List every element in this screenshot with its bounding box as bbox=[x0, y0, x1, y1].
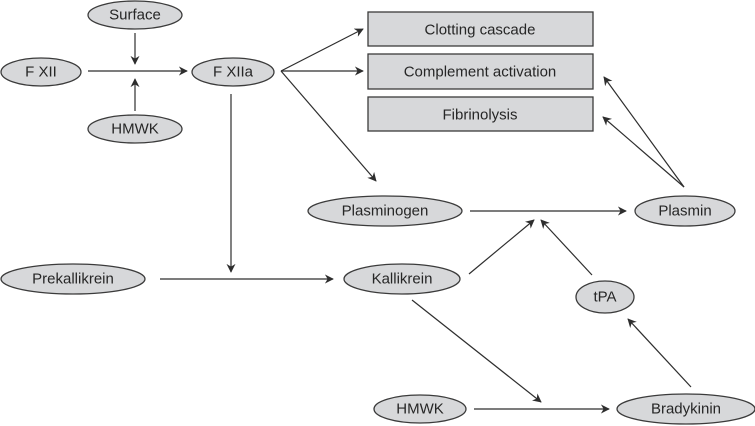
node-label: Prekallikrein bbox=[32, 271, 114, 288]
node-bradykinin: Bradykinin bbox=[616, 393, 755, 425]
node-label: tPA bbox=[593, 289, 616, 306]
node-hmwk-top: HMWK bbox=[87, 114, 183, 144]
edge-fxiia-to-clotting bbox=[280, 28, 364, 72]
node-label: Complement activation bbox=[404, 64, 557, 81]
node-hmwk-bottom: HMWK bbox=[373, 394, 467, 424]
node-clotting-cascade: Clotting cascade bbox=[367, 11, 594, 47]
edge-fxiia-to-plasminogen bbox=[280, 70, 377, 182]
node-label: Plasmin bbox=[658, 203, 711, 220]
node-plasminogen: Plasminogen bbox=[307, 195, 463, 227]
node-label: F XIIa bbox=[213, 64, 254, 81]
node-label: HMWK bbox=[396, 401, 444, 418]
node-label: Surface bbox=[109, 7, 161, 24]
node-label: Bradykinin bbox=[651, 401, 721, 418]
edge-bradykinin-to-tpa bbox=[627, 318, 692, 388]
node-label: F XII bbox=[25, 64, 57, 81]
node-surface: Surface bbox=[87, 0, 183, 30]
edge-plasmin-to-fibrinolysis bbox=[602, 116, 685, 188]
node-label: Clotting cascade bbox=[425, 22, 536, 39]
node-label: Plasminogen bbox=[342, 203, 429, 220]
edge-tpa-catalyzes-plasmin bbox=[540, 219, 593, 276]
node-complement-activation: Complement activation bbox=[367, 53, 594, 90]
node-tpa: tPA bbox=[575, 280, 635, 314]
edges bbox=[88, 28, 692, 414]
node-plasmin: Plasmin bbox=[634, 195, 736, 227]
node-fxii: F XII bbox=[0, 57, 82, 87]
edge-kallikrein-catalyzes-bradykinin bbox=[411, 299, 542, 403]
edge-kallikrein-catalyzes-plasmin bbox=[468, 219, 535, 275]
node-fxiia: F XIIa bbox=[191, 57, 275, 87]
node-prekallikrein: Prekallikrein bbox=[0, 263, 146, 295]
node-fibrinolysis: Fibrinolysis bbox=[367, 96, 594, 132]
node-label: Fibrinolysis bbox=[442, 107, 517, 124]
node-label: HMWK bbox=[111, 121, 159, 138]
edge-plasmin-to-complement bbox=[603, 76, 685, 188]
node-label: Kallikrein bbox=[372, 271, 433, 288]
node-kallikrein: Kallikrein bbox=[343, 263, 461, 295]
